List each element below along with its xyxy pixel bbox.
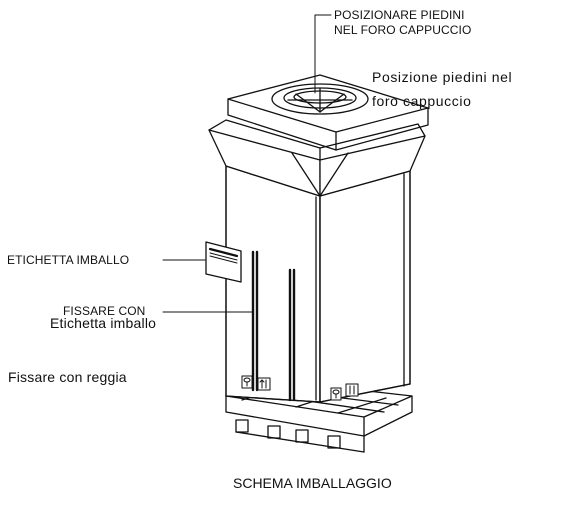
strap-translation: Fissare con reggia [8, 369, 127, 385]
top-translation-line2: foro cappuccio [372, 93, 472, 109]
label-callout: ETICHETTA IMBALLO [7, 253, 130, 267]
label-translation: Etichetta imballo [50, 315, 157, 331]
cap [227, 74, 429, 151]
package-label [205, 241, 242, 283]
box-body [225, 165, 411, 403]
handling-symbols-front [241, 375, 271, 391]
box-flaps [208, 119, 426, 197]
handling-symbols-side [330, 383, 359, 401]
diagram-caption: SCHEMA IMBALLAGGIO [233, 475, 392, 491]
straps [251, 250, 296, 402]
top-translation-line1: Posizione piedini nel [372, 69, 513, 85]
top-callout-line1: POSIZIONARE PIEDINI [334, 8, 465, 22]
strap-callout: FISSARE CON [63, 304, 146, 318]
leader-lines [162, 14, 332, 313]
top-callout-line2: NEL FORO CAPPUCCIO [334, 23, 472, 37]
